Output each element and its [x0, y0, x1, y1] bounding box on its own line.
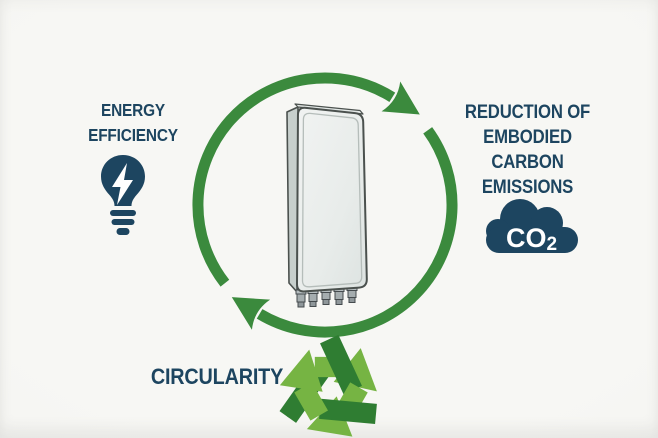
bulb-base-tip [116, 228, 130, 235]
circularity-label: CIRCULARITY [150, 364, 284, 389]
carbon-reduction-label: REDUCTION OF EMBODIED CARBON EMISSIONS [464, 102, 591, 198]
co2-label: CO2 [506, 223, 557, 255]
cloud-shape [486, 199, 578, 253]
antenna-unit-bezel [301, 112, 363, 288]
cycle-arc-right [231, 127, 458, 338]
lightbulb-bolt-icon [101, 155, 145, 235]
cycle-arc-left [192, 72, 420, 287]
recycle-icon [279, 334, 377, 437]
bulb-base-stripe [110, 210, 136, 216]
energy-efficiency-label: ENERGY EFFICIENCY [88, 100, 178, 145]
bulb-base-stripe [111, 219, 135, 225]
recycle-arm-left [279, 349, 377, 424]
antenna-unit [286, 103, 368, 308]
co2-cloud-icon: CO2 [486, 199, 578, 255]
antenna-unit-front [296, 106, 368, 293]
lightning-bolt-icon [112, 163, 133, 205]
